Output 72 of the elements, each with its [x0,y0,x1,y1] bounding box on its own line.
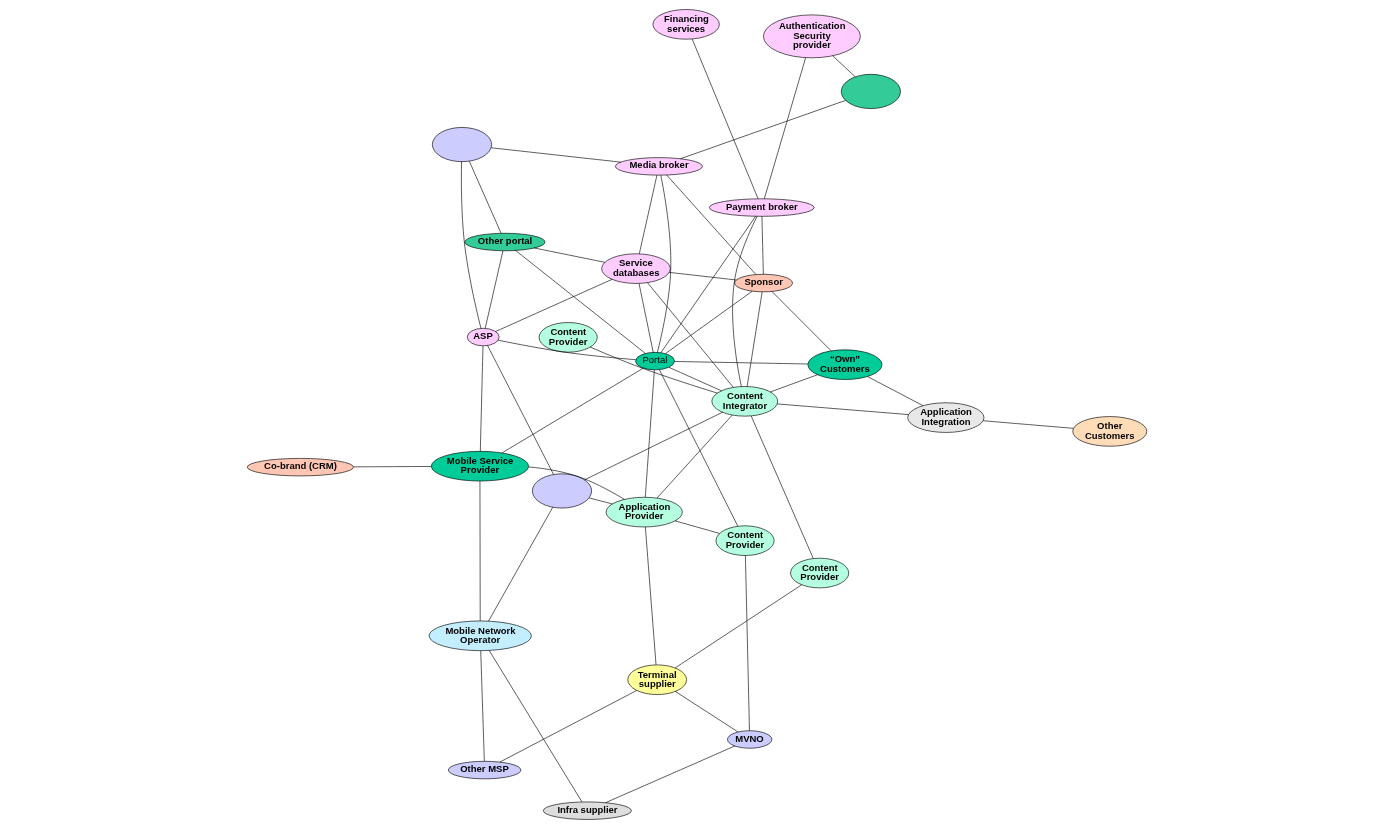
connector [674,584,803,669]
connector [497,339,637,360]
connector [680,100,846,160]
connector [674,520,720,534]
connector [461,161,482,329]
connector [660,216,756,354]
connector [469,160,502,234]
connector [691,38,759,200]
connector [764,57,806,200]
connector [528,466,625,500]
node-ellipse: Service databases [601,253,671,284]
connector [644,369,655,498]
connector [745,555,750,731]
node-ellipse [432,127,492,162]
connector [487,345,554,475]
node-ellipse [840,74,901,109]
connector [488,650,583,803]
connector [668,272,737,281]
connector [645,526,657,666]
node-ellipse: Content Integrator [711,386,778,417]
connector [666,174,757,275]
node-ellipse: Application Provider [605,496,683,528]
node-ellipse: Content Provider [790,557,850,589]
connector [982,420,1074,429]
connector [501,367,644,454]
connector [674,691,739,733]
connector [659,369,739,527]
node-ellipse: Co-brand (CRM) [246,458,354,477]
connector [656,414,733,499]
connector [353,466,432,468]
node-ellipse: Financing services [652,9,720,40]
node-ellipse: Infra supplier [542,801,632,820]
connector [495,279,613,332]
connector [534,247,606,263]
node-ellipse [532,473,592,509]
connector [746,291,763,387]
node-ellipse: Portal [635,352,675,371]
connector [638,174,658,255]
node-ellipse: Terminal supplier [627,664,687,695]
node-ellipse: Mobile Network Operator [428,620,532,651]
node-ellipse: Authentication Security provider [763,14,861,59]
node-ellipse: Other Customers [1072,416,1148,447]
node-ellipse: Other portal [464,232,546,252]
connector [638,283,654,353]
connector [484,250,504,329]
connector [647,282,734,388]
connector [750,415,814,559]
connector [732,216,758,387]
connector [605,745,736,804]
node-ellipse: Media broker [615,157,703,176]
connector [657,174,672,353]
connector [589,346,718,394]
node-ellipse: Application Integration [907,402,985,433]
connector [665,290,753,354]
node-ellipse: ASP [466,328,500,347]
node-ellipse: MVNO [727,730,773,749]
connector [776,403,909,415]
connector [499,690,638,763]
node-ellipse: Content Provider [715,525,775,556]
connector [867,376,924,406]
node-ellipse: Mobile Service Provider [431,451,529,482]
node-ellipse: “Own” Customers [807,349,883,380]
node-ellipse: Other MSP [448,761,522,780]
connector [668,367,722,392]
connector [770,374,818,393]
node-ellipse: Content Provider [538,322,598,353]
connector [490,147,622,163]
connector [674,361,809,365]
connector [584,411,723,481]
node-ellipse: Sponsor [734,273,793,293]
node-ellipse: Payment broker [709,198,815,217]
connector [771,291,832,352]
